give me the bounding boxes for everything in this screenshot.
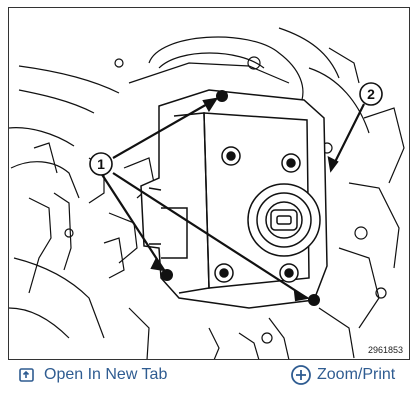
zoom-print-label: Zoom/Print xyxy=(317,366,396,383)
open-in-new-tab-icon xyxy=(18,366,36,384)
image-toolbar xyxy=(0,360,419,404)
module-housing xyxy=(140,89,328,309)
open-in-new-tab-button[interactable]: Open In New Tab xyxy=(18,364,167,386)
plus-circle-icon xyxy=(290,364,312,386)
diagram-frame: 1 2 2961853 xyxy=(8,7,410,360)
open-in-new-tab-label: Open In New Tab xyxy=(44,366,168,383)
callout-1: 1 xyxy=(89,152,113,176)
leader-lines xyxy=(100,97,365,302)
callout-2-label: 2 xyxy=(367,86,375,102)
zoom-print-button[interactable]: Zoom/Print xyxy=(290,364,395,386)
figure-id: 2961853 xyxy=(367,345,403,355)
mechanical-diagram: 1 2 xyxy=(9,27,405,359)
callout-2: 2 xyxy=(359,82,383,106)
mounting-bolts xyxy=(161,90,320,306)
callout-1-label: 1 xyxy=(97,156,105,172)
